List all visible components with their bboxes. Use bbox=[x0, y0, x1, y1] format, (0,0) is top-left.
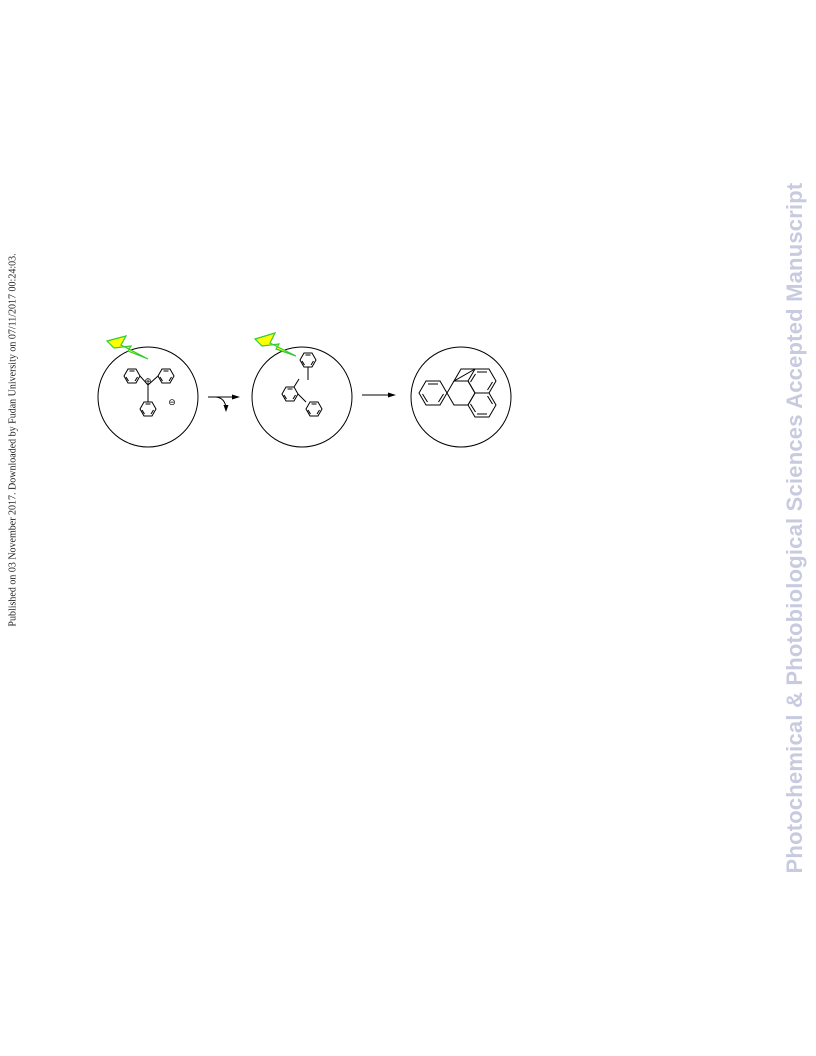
sulfur-bonds bbox=[139, 375, 159, 402]
reaction-arrow-1 bbox=[208, 394, 240, 412]
lightning-bolt-icon bbox=[253, 332, 297, 357]
phenyl-ring bbox=[157, 368, 175, 384]
anion-charge: ⊖ bbox=[168, 398, 176, 408]
phenyl-ring bbox=[123, 368, 141, 384]
phenyl-ring bbox=[305, 401, 323, 417]
phenyl-ring bbox=[281, 386, 299, 402]
cation-charge: ⊕ bbox=[144, 377, 152, 387]
triphenylene bbox=[418, 368, 497, 418]
biphenyl-bond bbox=[297, 393, 307, 403]
reaction-circle-1 bbox=[97, 346, 199, 448]
phenyl-ring bbox=[139, 401, 157, 417]
reaction-circle-2 bbox=[251, 346, 353, 448]
reaction-circle-3 bbox=[410, 346, 512, 448]
reaction-arrow-2 bbox=[362, 392, 396, 398]
phenyl-ring bbox=[299, 352, 317, 368]
radical-bond bbox=[293, 378, 300, 388]
lightning-bolt-icon bbox=[105, 335, 149, 360]
